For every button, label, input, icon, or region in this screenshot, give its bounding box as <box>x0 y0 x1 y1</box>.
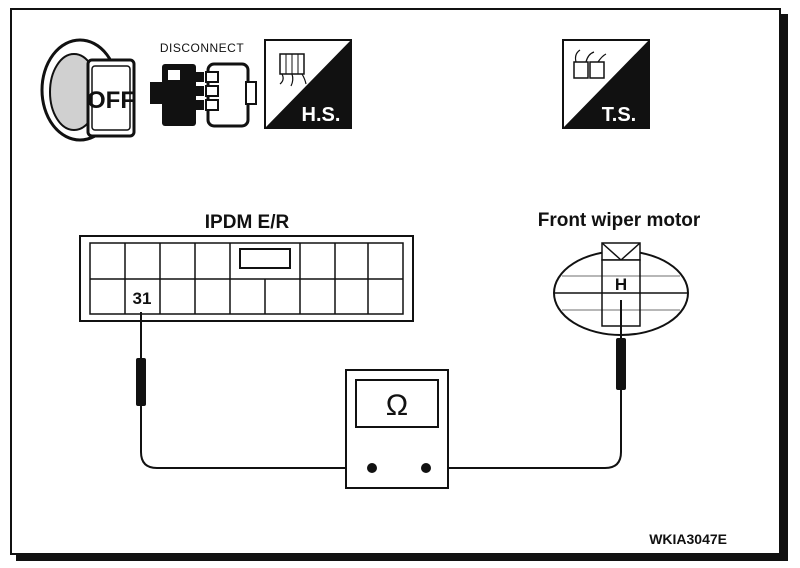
hs-label: H.S. <box>302 104 341 126</box>
right-wire <box>426 451 622 469</box>
ipdm-title: IPDM E/R <box>205 212 290 233</box>
figure-code: WKIA3047E <box>649 531 727 547</box>
wiper-motor-connector: H <box>553 242 689 336</box>
frame-shadow-bottom <box>16 555 788 561</box>
terminal-side-icon: T.S. <box>562 39 650 129</box>
harness-side-icon: H.S. <box>264 39 352 129</box>
motor-terminal-label: H <box>615 275 627 294</box>
ohmmeter: Ω <box>345 369 449 489</box>
ignition-key-off-icon: OFF <box>40 38 136 142</box>
ipdm-terminal-label: 31 <box>133 289 152 308</box>
ipdm-connector: 31 <box>79 235 414 322</box>
ignition-off-label: OFF <box>87 87 135 114</box>
left-wire <box>140 451 372 469</box>
ts-label: T.S. <box>602 104 636 126</box>
disconnect-connector-icon <box>150 62 257 128</box>
frame-shadow-right <box>781 14 788 561</box>
left-test-probe <box>136 312 146 452</box>
meter-terminal-right <box>421 463 431 473</box>
right-test-probe <box>616 300 626 452</box>
motor-title: Front wiper motor <box>538 210 701 231</box>
meter-terminal-left <box>367 463 377 473</box>
ohm-symbol: Ω <box>386 389 408 422</box>
disconnect-label: DISCONNECT <box>160 41 245 55</box>
